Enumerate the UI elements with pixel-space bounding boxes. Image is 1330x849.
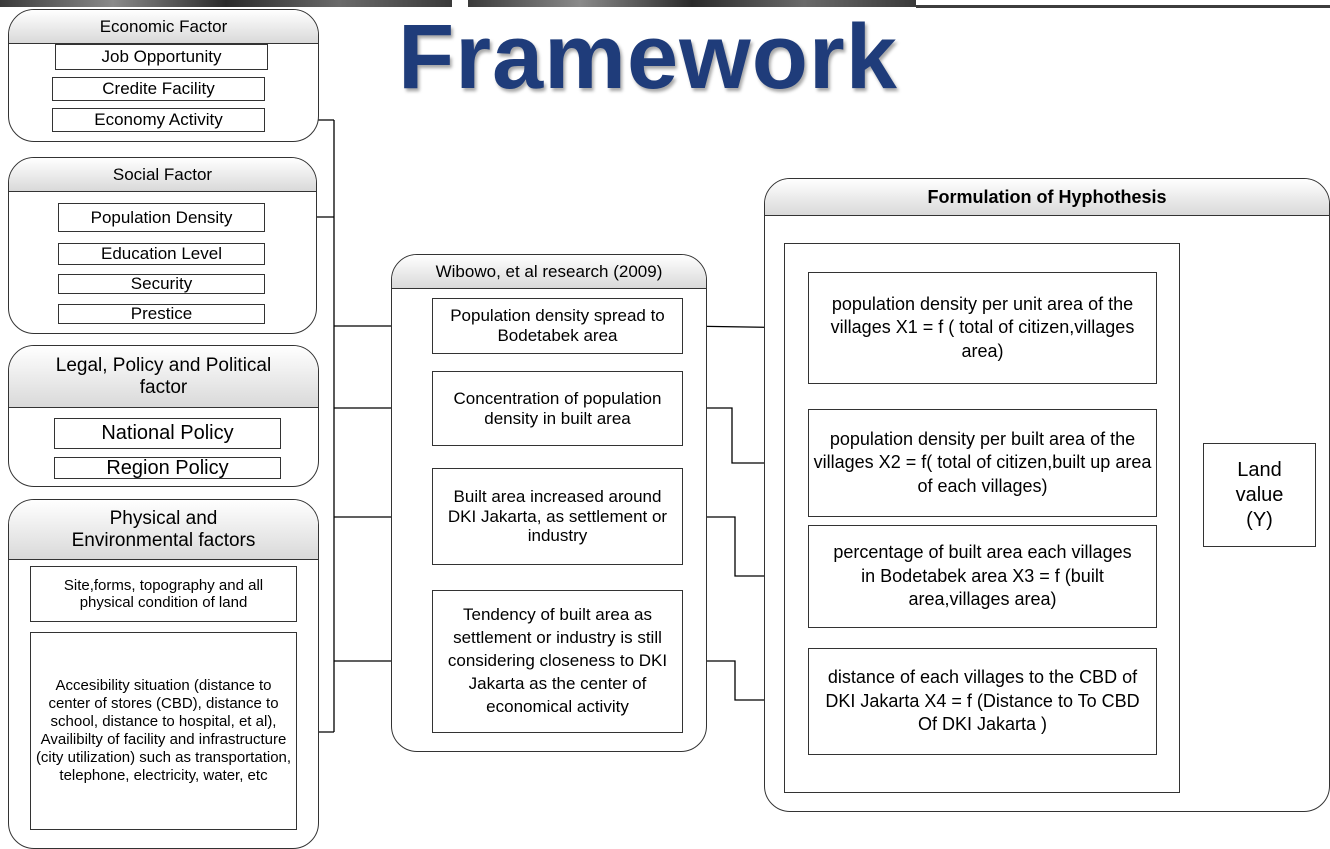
research-header: Wibowo, et al research (2009): [392, 255, 706, 289]
prestice-box: Prestice: [58, 304, 265, 324]
research-finding-1: Population density spread to Bodetabek a…: [432, 298, 683, 354]
physical-factor-header: Physical and Environmental factors: [9, 500, 318, 560]
header-rule: [916, 5, 1330, 8]
economic-factor-header: Economic Factor: [9, 10, 318, 44]
hypothesis-header: Formulation of Hyphothesis: [765, 179, 1329, 216]
legal-factor-header: Legal, Policy and Political factor: [9, 346, 318, 408]
header-photo-strip-right: [468, 0, 916, 7]
population-density-box: Population Density: [58, 203, 265, 232]
land-value-box: Land value (Y): [1203, 443, 1316, 547]
security-box: Security: [58, 274, 265, 294]
economy-activity-box: Economy Activity: [52, 108, 265, 132]
research-finding-3: Built area increased around DKI Jakarta,…: [432, 468, 683, 565]
hypothesis-x2-box: population density per built area of the…: [808, 409, 1157, 517]
hypothesis-x4-box: distance of each villages to the CBD of …: [808, 648, 1157, 755]
credite-facility-box: Credite Facility: [52, 77, 265, 101]
site-forms-box: Site,forms, topography and all physical …: [30, 566, 297, 622]
region-policy-box: Region Policy: [54, 457, 281, 479]
research-finding-2: Concentration of population density in b…: [432, 371, 683, 446]
hypothesis-x3-box: percentage of built area each villages i…: [808, 525, 1157, 628]
page-title: Framework: [398, 6, 898, 108]
job-opportunity-box: Job Opportunity: [55, 44, 268, 70]
header-photo-strip-left: [0, 0, 452, 7]
hypothesis-x1-box: population density per unit area of the …: [808, 272, 1157, 384]
national-policy-box: National Policy: [54, 418, 281, 449]
education-level-box: Education Level: [58, 243, 265, 265]
social-factor-header: Social Factor: [9, 158, 316, 192]
accessibility-box: Accesibility situation (distance to cent…: [30, 632, 297, 830]
research-finding-4: Tendency of built area as settlement or …: [432, 590, 683, 733]
